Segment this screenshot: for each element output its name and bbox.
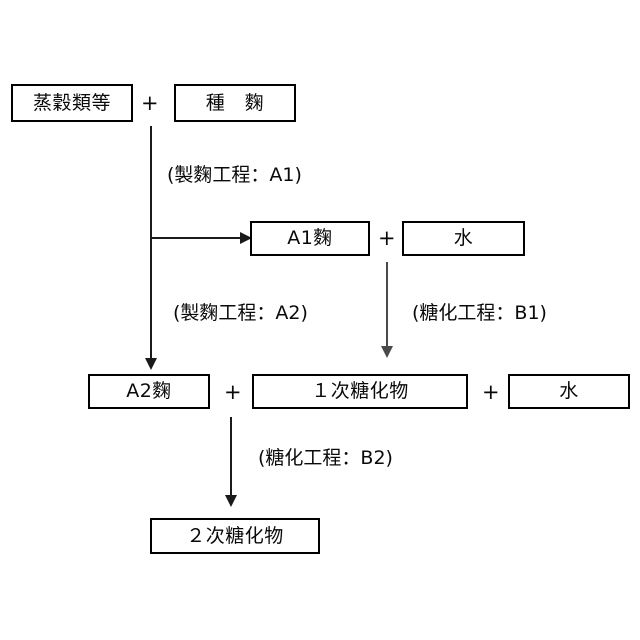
- node-first-saccharified[interactable]: １次糖化物: [252, 374, 468, 409]
- node-label: 蒸穀類等: [32, 91, 111, 114]
- node-water-2[interactable]: 水: [508, 374, 630, 409]
- edge-b1-vertical: [386, 262, 388, 348]
- node-label: A1麴: [287, 227, 333, 249]
- plus-operator-2: +: [378, 226, 396, 250]
- edge-label-saccharification-b2: (糖化工程：B2): [258, 447, 393, 469]
- node-label: 水: [453, 227, 474, 249]
- node-label: １次糖化物: [311, 380, 409, 402]
- node-label: A2麴: [126, 380, 172, 402]
- plus-operator-1: +: [141, 91, 159, 115]
- node-steamed-grain[interactable]: 蒸穀類等: [11, 84, 133, 122]
- edge-branch-to-a1-koji: [150, 237, 244, 239]
- node-a1-koji[interactable]: A1麴: [250, 221, 370, 256]
- node-water-1[interactable]: 水: [402, 221, 525, 256]
- node-seed-koji[interactable]: 種 麴: [174, 84, 296, 122]
- node-second-saccharified[interactable]: ２次糖化物: [150, 518, 320, 554]
- edge-label-koji-process-a1: (製麴工程：A1): [167, 164, 302, 186]
- edge-label-koji-process-a2: (製麴工程：A2): [173, 302, 308, 324]
- edge-b2-vertical: [230, 417, 232, 497]
- node-label: ２次糖化物: [186, 524, 284, 547]
- node-label: 種 麴: [205, 91, 265, 114]
- arrowhead-to-first-saccharified: [381, 346, 393, 358]
- arrowhead-to-second-saccharified: [225, 495, 237, 507]
- arrowhead-to-a2-koji: [145, 358, 157, 370]
- node-a2-koji[interactable]: A2麴: [88, 374, 210, 409]
- edge-spine-vertical: [150, 126, 152, 360]
- plus-operator-3: +: [224, 380, 242, 404]
- arrowhead-to-a1-koji: [240, 232, 252, 244]
- node-label: 水: [559, 380, 579, 402]
- edge-label-saccharification-b1: (糖化工程：B1): [412, 302, 547, 324]
- plus-operator-4: +: [482, 380, 500, 404]
